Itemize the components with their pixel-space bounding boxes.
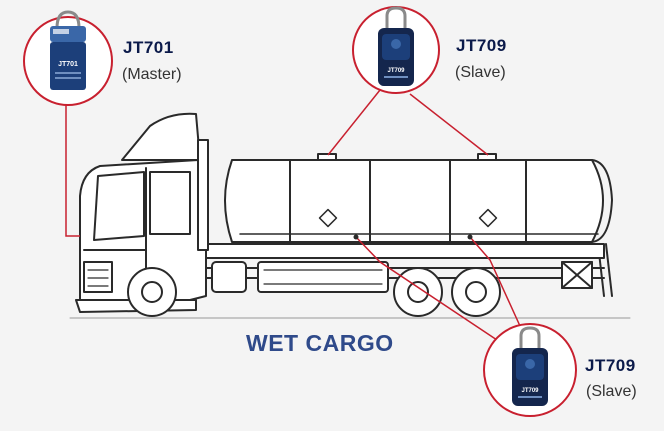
master-role-label: (Master) [122,66,182,83]
device-circle-master: JT701 [23,10,113,106]
tanker-truck-illustration [69,112,631,319]
connector-lines [65,89,521,343]
jt709-body-text-bottom: JT709 [521,388,539,394]
jt709-body-text-top: JT709 [387,68,405,74]
connector-slave2-a [355,236,501,343]
rear-wheel-1 [393,267,443,317]
rear-wheel-2 [451,267,501,317]
device-circle-slave-bottom: JT709 [483,323,577,417]
front-wheel [127,267,177,317]
jt701-device-image: JT701 [50,10,86,90]
connector-slave2-b [469,236,521,327]
wet-cargo-caption: WET CARGO [246,330,394,356]
jt709-device-image-top: JT709 [378,6,414,86]
tank-body [224,159,604,243]
slave-top-model-label: JT709 [456,36,507,55]
master-model-label: JT701 [123,38,174,57]
slave-bottom-model-label: JT709 [585,356,636,375]
jt701-body-text: JT701 [58,61,78,68]
slave-top-role-label: (Slave) [455,64,506,81]
connector-slave1-left [327,89,381,156]
connector-master [65,102,80,237]
device-circle-slave-top: JT709 [352,6,440,94]
jt709-device-image-bottom: JT709 [512,326,548,406]
connector-slave1-right [409,93,489,156]
slave-bottom-role-label: (Slave) [586,383,637,400]
